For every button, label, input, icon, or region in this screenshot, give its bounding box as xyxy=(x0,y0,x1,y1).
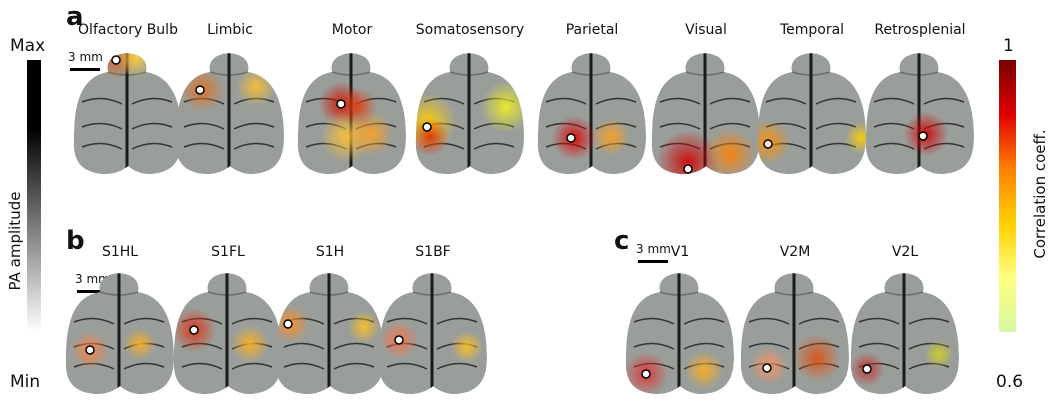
brain-map-v2m xyxy=(739,262,851,402)
seed-point-marker xyxy=(336,99,346,109)
brain-map-v1 xyxy=(624,262,736,402)
brain-map-motor xyxy=(296,42,408,182)
region-title: Motor xyxy=(331,22,373,38)
region-title: Somatosensory xyxy=(415,22,525,38)
left-colorbar-max: Max xyxy=(10,36,46,56)
scale-bar-label-a: 3 mm xyxy=(68,50,103,64)
correlation-blob xyxy=(236,67,276,107)
panel-label-b: b xyxy=(66,226,85,256)
correlation-blob xyxy=(415,117,450,157)
brain-map-v2l xyxy=(849,262,961,402)
correlation-blob xyxy=(116,53,156,78)
seed-point-marker xyxy=(762,363,772,373)
correlation-blob xyxy=(124,328,156,360)
brain-map-olfactory-bulb xyxy=(72,42,184,182)
region-title: V2L xyxy=(891,244,919,260)
scale-bar-label-c: 3 mm xyxy=(636,242,671,256)
correlation-blob xyxy=(704,128,756,175)
brain-map-parietal xyxy=(536,42,648,182)
brain-map-retrosplenial xyxy=(864,42,976,182)
region-title: S1FL xyxy=(211,244,245,260)
region-title: Parietal xyxy=(565,22,619,38)
seed-point-marker xyxy=(683,164,693,174)
correlation-blob xyxy=(230,324,270,364)
right-colorbar-min: 0.6 xyxy=(996,372,1024,392)
brain-map-visual xyxy=(650,42,762,182)
region-title: Visual xyxy=(685,22,727,38)
scale-bar-b xyxy=(77,290,107,293)
region-title: S1BF xyxy=(415,244,451,260)
panel-label-c: c xyxy=(614,226,630,256)
correlation-blob xyxy=(338,87,378,127)
region-title: V2M xyxy=(779,244,811,260)
scale-bar-a xyxy=(70,68,100,71)
correlation-blob xyxy=(793,334,841,382)
brain-map-limbic xyxy=(174,42,286,182)
seed-point-marker xyxy=(763,139,773,149)
region-title: S1HL xyxy=(101,244,139,260)
correlation-blob xyxy=(591,117,631,157)
seed-point-marker xyxy=(641,369,651,379)
scale-bar-c xyxy=(638,260,668,263)
right-colorbar-max: 1 xyxy=(1003,36,1014,56)
correlation-blob xyxy=(684,350,724,390)
region-title: V1 xyxy=(670,244,690,260)
pa-amplitude-colorbar xyxy=(27,60,41,332)
right-colorbar-label: Correlation coeff. xyxy=(1031,129,1049,259)
region-title: Limbic xyxy=(207,22,253,38)
correlation-colorbar xyxy=(999,60,1016,332)
region-title: Temporal xyxy=(779,22,845,38)
seed-point-marker xyxy=(566,133,576,143)
panel-label-a: a xyxy=(66,2,84,32)
brain-map-s1fl xyxy=(172,262,284,402)
seed-point-marker xyxy=(195,85,205,95)
region-title: Olfactory Bulb xyxy=(78,22,178,38)
correlation-blob xyxy=(656,130,720,175)
seed-point-marker xyxy=(422,122,432,132)
brain-map-s1hl xyxy=(64,262,176,402)
region-title: Retrosplenial xyxy=(874,22,966,38)
correlation-blob xyxy=(845,122,866,154)
brain-map-temporal xyxy=(756,42,868,182)
seed-point-marker xyxy=(283,319,293,329)
region-title: S1H xyxy=(315,244,345,260)
correlation-blob xyxy=(348,311,380,343)
seed-point-marker xyxy=(918,131,928,141)
seed-point-marker xyxy=(85,345,95,355)
seed-point-marker xyxy=(394,335,404,345)
brain-map-s1h xyxy=(274,262,386,402)
seed-point-marker xyxy=(862,364,872,374)
left-colorbar-label: PA amplitude xyxy=(6,191,24,291)
correlation-blob xyxy=(924,339,954,369)
correlation-blob xyxy=(451,331,483,363)
brain-map-somatosensory xyxy=(414,42,526,182)
brain-map-s1bf xyxy=(377,262,489,402)
left-colorbar-min: Min xyxy=(10,372,41,392)
seed-point-marker xyxy=(189,325,199,335)
seed-point-marker xyxy=(111,55,121,65)
